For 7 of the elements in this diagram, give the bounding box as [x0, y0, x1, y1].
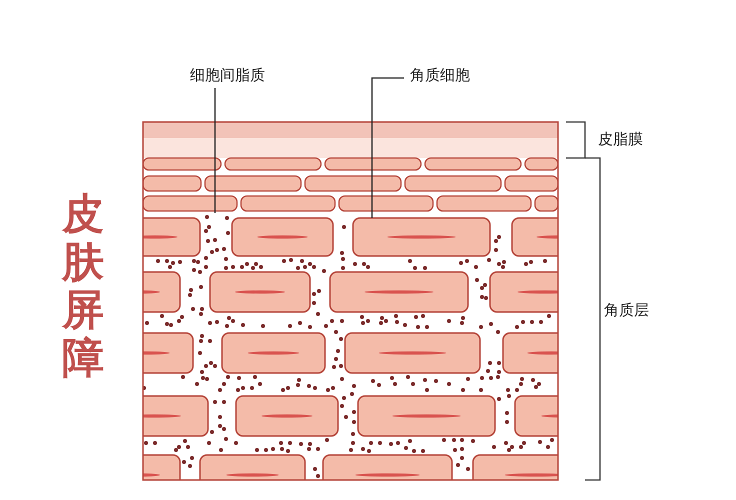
layer-label: 皮脂膜: [598, 130, 643, 149]
layer-label: 角质层: [604, 301, 649, 320]
title-text: 皮肤屏障: [62, 190, 105, 382]
callout-label: 角质细胞: [410, 66, 470, 85]
callout-label: 细胞间脂质: [190, 66, 265, 85]
leader-line: [371, 77, 404, 218]
leader-line: [214, 87, 216, 213]
